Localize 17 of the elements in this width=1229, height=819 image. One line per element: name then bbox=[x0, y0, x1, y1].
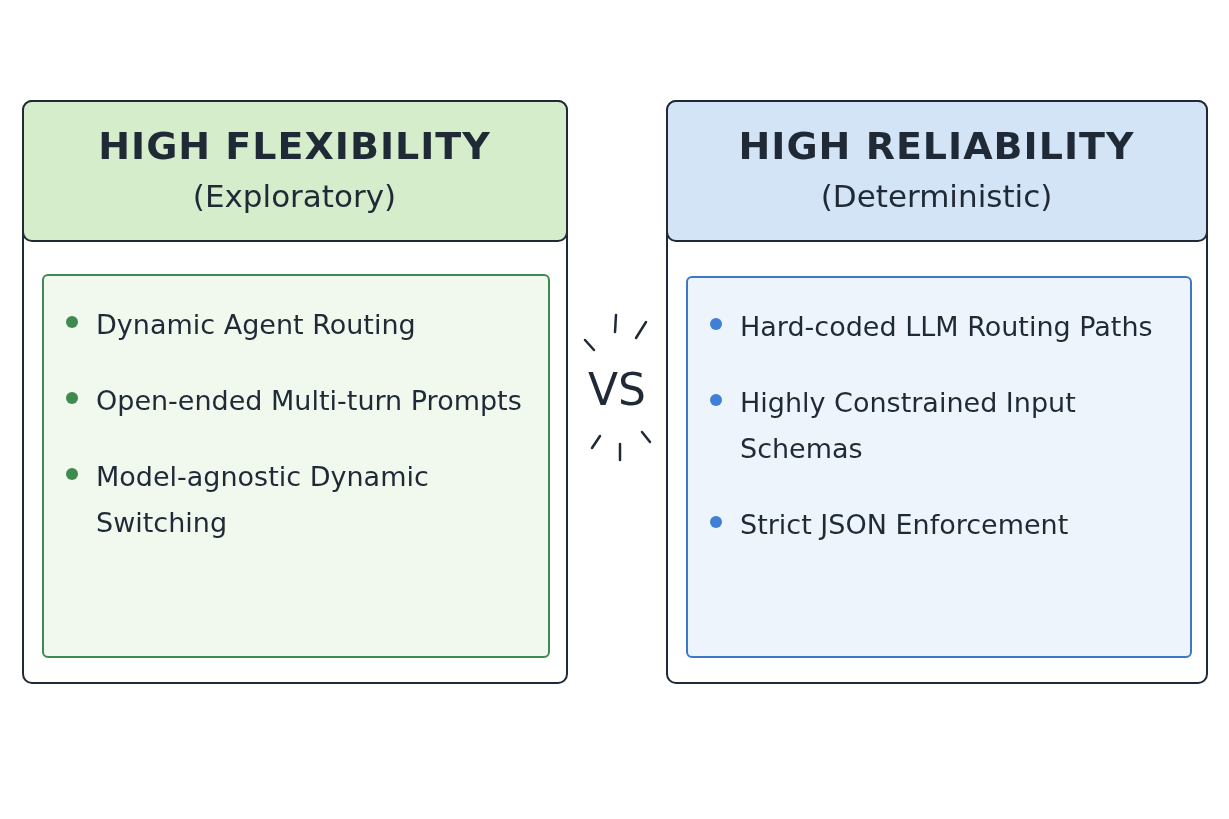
panel-title: HIGH FLEXIBILITY bbox=[98, 123, 491, 168]
list-item: Model-agnostic Dynamic Switching bbox=[96, 460, 430, 540]
list-item: Strict JSON Enforcement bbox=[740, 508, 1069, 542]
panel-subtitle: (Exploratory) bbox=[192, 177, 397, 214]
header-band bbox=[21, 99, 568, 242]
panel-title: HIGH RELIABILITY bbox=[738, 123, 1135, 168]
list-item: Dynamic Agent Routing bbox=[96, 308, 416, 342]
panel-card bbox=[22, 100, 568, 684]
list-box bbox=[686, 276, 1192, 658]
list-box bbox=[42, 274, 550, 658]
list-item: Hard-coded LLM Routing Paths bbox=[740, 310, 1153, 344]
header-band bbox=[665, 99, 1208, 242]
panel-subtitle: (Deterministic) bbox=[820, 177, 1053, 214]
list-item: Open-ended Multi-turn Prompts bbox=[96, 384, 522, 418]
list-item: Highly Constrained Input Schemas bbox=[740, 386, 1077, 466]
vs-label: VS bbox=[588, 364, 647, 415]
panel-card bbox=[666, 100, 1208, 684]
